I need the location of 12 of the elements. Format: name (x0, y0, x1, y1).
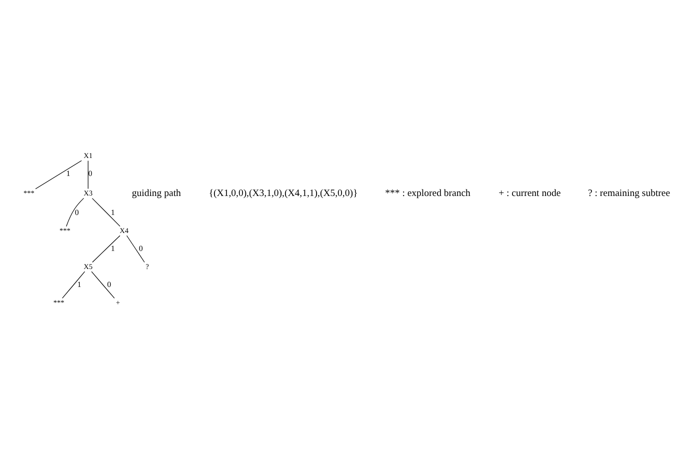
label: + : current node (498, 188, 561, 199)
connector (92, 235, 120, 263)
label: {(X1,0,0),(X3,1,0),(X4,1,1),(X5,0,0)} (208, 188, 358, 199)
label: ? : remaining subtree (588, 188, 670, 199)
connector (126, 235, 145, 263)
connector (66, 198, 84, 227)
connector (35, 160, 82, 190)
label: guiding path (132, 188, 181, 199)
connector (62, 271, 86, 299)
connector (92, 198, 120, 227)
label: *** : explored branch (385, 188, 470, 199)
connector (91, 271, 115, 299)
